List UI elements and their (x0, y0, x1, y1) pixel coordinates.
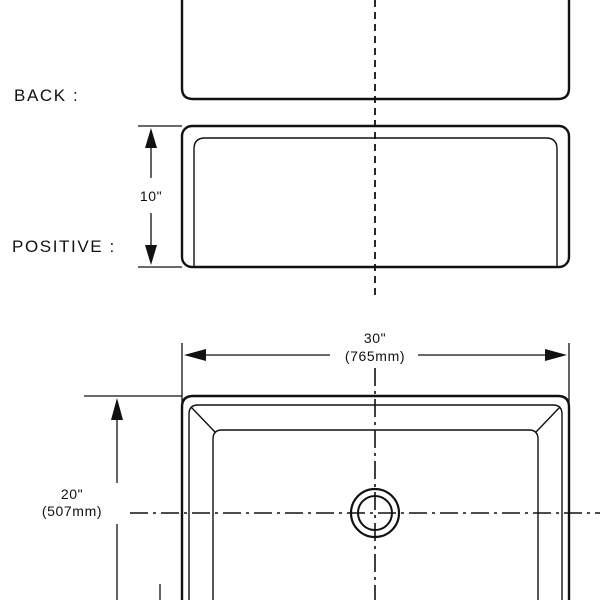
bevel-corner-left (190, 406, 216, 433)
positive-label: POSITIVE : (12, 237, 116, 256)
bevel-corner-right (535, 406, 561, 433)
height-value: 10" (140, 188, 162, 204)
height-arrow-down (145, 245, 157, 265)
depth-dimension: 20" (507mm) (42, 395, 182, 600)
width-arrow-right (545, 349, 567, 361)
depth-arrow-up (111, 398, 123, 420)
plan-view: 30" (765mm) 20" (507mm) (42, 330, 600, 600)
back-view: BACK : (14, 0, 571, 105)
depth-millimeters: (507mm) (42, 503, 102, 519)
width-millimeters: (765mm) (345, 348, 405, 364)
front-view: POSITIVE : 10" (12, 124, 571, 269)
width-inches: 30" (364, 330, 386, 346)
height-dimension: 10" (138, 125, 182, 268)
back-label: BACK : (14, 86, 79, 105)
plan-view-outer-rim (180, 394, 571, 600)
depth-inches: 20" (61, 486, 83, 502)
width-arrow-left (184, 349, 206, 361)
height-arrow-up (145, 128, 157, 148)
